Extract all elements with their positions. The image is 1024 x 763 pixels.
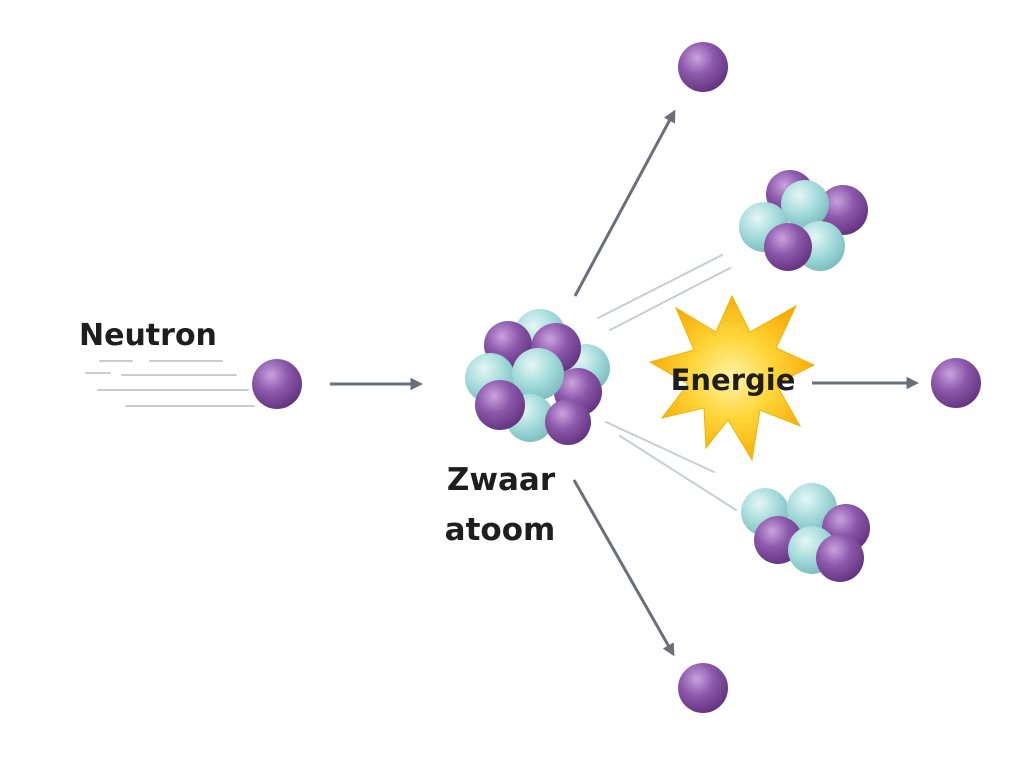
energy-burst (648, 294, 816, 462)
arrow-up (573, 109, 676, 297)
neutron-motion-lines (85, 360, 255, 407)
heavy-atom-nucleus (465, 309, 610, 445)
released-neutron-top (678, 42, 728, 92)
released-neutron-bottom (678, 663, 728, 713)
fragment-motion-lines (597, 254, 737, 511)
label-neutron: Neutron (79, 318, 217, 353)
fission-fragment-top (739, 170, 868, 271)
released-neutron-right (931, 358, 981, 408)
fission-fragment-bottom (741, 483, 870, 582)
label-heavy-atom-line2: atoom (445, 512, 556, 548)
label-energy: Energie (671, 363, 796, 397)
arrow-down (572, 479, 675, 657)
label-heavy-atom-line1: Zwaar (447, 462, 556, 498)
incoming-neutron (252, 359, 302, 409)
